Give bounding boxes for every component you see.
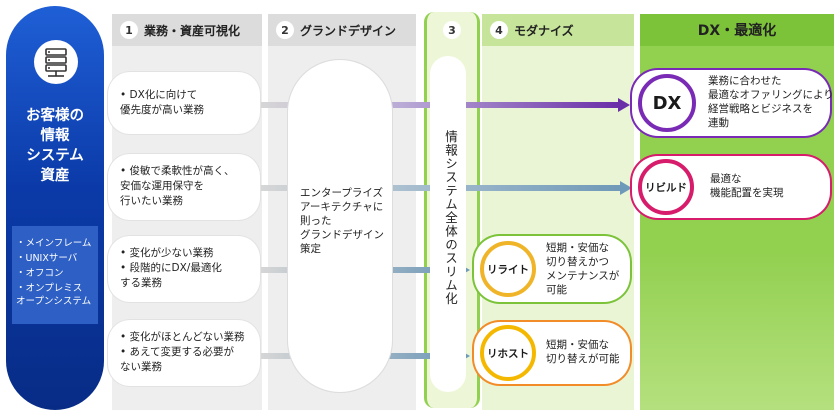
system-item: オープンシステム [16, 296, 92, 307]
grand-design-pill-front [288, 60, 392, 392]
outcome-rewrite: リライト 短期・安価な 切り替えかつ メンテナンスが 可能 [474, 236, 630, 302]
task-line: • DX化に向けて [120, 89, 198, 101]
outcome-line: 切り替えが可能 [546, 353, 620, 365]
rewrite-badge: リライト [480, 241, 536, 297]
task-line: • 段階的にDX/最適化 [120, 262, 222, 274]
outcome-line: 切り替えかつ [546, 256, 609, 268]
step-number: 2 [276, 21, 294, 39]
arrowhead-rebuild [620, 181, 632, 195]
outcome-rebuild: リビルド 最適な 機能配置を実現 [632, 156, 830, 218]
systems-list: ・メインフレーム ・UNIXサーバ ・オフコン ・オンプレミス オープンシステム [12, 226, 98, 324]
outcome-line: 最適な [710, 173, 742, 185]
outcome-line: 連動 [708, 117, 729, 129]
outcome-line: 可能 [546, 284, 567, 296]
column-label: モダナイズ [514, 23, 574, 38]
task-line: 優先度が高い業務 [120, 104, 204, 116]
task-box: • 変化が少ない業務 • 段階的にDX/最適化 する業務 [108, 236, 260, 302]
system-item: ・UNIXサーバ [16, 253, 78, 264]
outcome-line: 機能配置を実現 [710, 187, 784, 199]
column-label: 業務・資産可視化 [144, 23, 241, 38]
outcome-line: 短期・安価な [546, 339, 609, 351]
task-line: • あえて変更する必要が [120, 346, 235, 358]
column-header-3: 3 [427, 14, 477, 46]
task-line: • 変化が少ない業務 [120, 247, 214, 259]
slim-text: 情報システム全体のスリム化 [443, 130, 458, 306]
outcome-line: 短期・安価な [546, 242, 609, 254]
arrowhead-dx [618, 98, 630, 112]
dx-column-title: DX・最適化 [640, 14, 834, 46]
server-icon [34, 40, 78, 84]
column-header-4: 4 モダナイズ [482, 14, 634, 46]
task-line: • 変化がほとんどない業務 [120, 331, 245, 343]
rehost-badge: リホスト [480, 325, 536, 381]
system-item: ・オフコン [16, 268, 64, 279]
column-header-2: 2 グランドデザイン [268, 14, 416, 46]
customer-assets-title: お客様の 情報 システム 資産 [26, 108, 84, 184]
task-line: 行いたい業務 [120, 195, 183, 207]
task-line: する業務 [120, 277, 162, 289]
step-number: 4 [490, 21, 508, 39]
task-line: 安価な運用保守を [120, 180, 204, 192]
task-line: • 俊敏で柔軟性が高く、 [120, 165, 235, 177]
task-box: • 俊敏で柔軟性が高く、 安価な運用保守を 行いたい業務 [108, 154, 260, 220]
outcome-line: 経営戦略とビジネスを [708, 103, 813, 115]
rebuild-badge: リビルド [638, 159, 694, 215]
column-header-1: 1 業務・資産可視化 [112, 14, 262, 46]
outcome-line: 最適なオファリングにより [708, 89, 834, 101]
slim-pill [430, 56, 466, 392]
dx-badge: DX [638, 74, 696, 132]
task-box: • DX化に向けて 優先度が高い業務 [108, 72, 260, 134]
column-label: グランドデザイン [300, 23, 397, 38]
outcome-dx: DX 業務に合わせた 最適なオファリングにより 経営戦略とビジネスを 連動 [632, 70, 834, 136]
task-box: • 変化がほとんどない業務 • あえて変更する必要が ない業務 [108, 320, 260, 386]
outcome-line: メンテナンスが [546, 270, 620, 282]
outcome-line: 業務に合わせた [708, 75, 782, 87]
step-number: 1 [120, 21, 138, 39]
task-line: ない業務 [120, 361, 162, 373]
outcome-rehost: リホスト 短期・安価な 切り替えが可能 [474, 322, 630, 384]
system-item: ・メインフレーム [16, 238, 92, 249]
system-item: ・オンプレミス [16, 283, 83, 294]
grand-design-text: エンタープライズ アーキテクチャに 則った グランドデザイン 策定 [300, 187, 384, 255]
step-number: 3 [443, 21, 461, 39]
